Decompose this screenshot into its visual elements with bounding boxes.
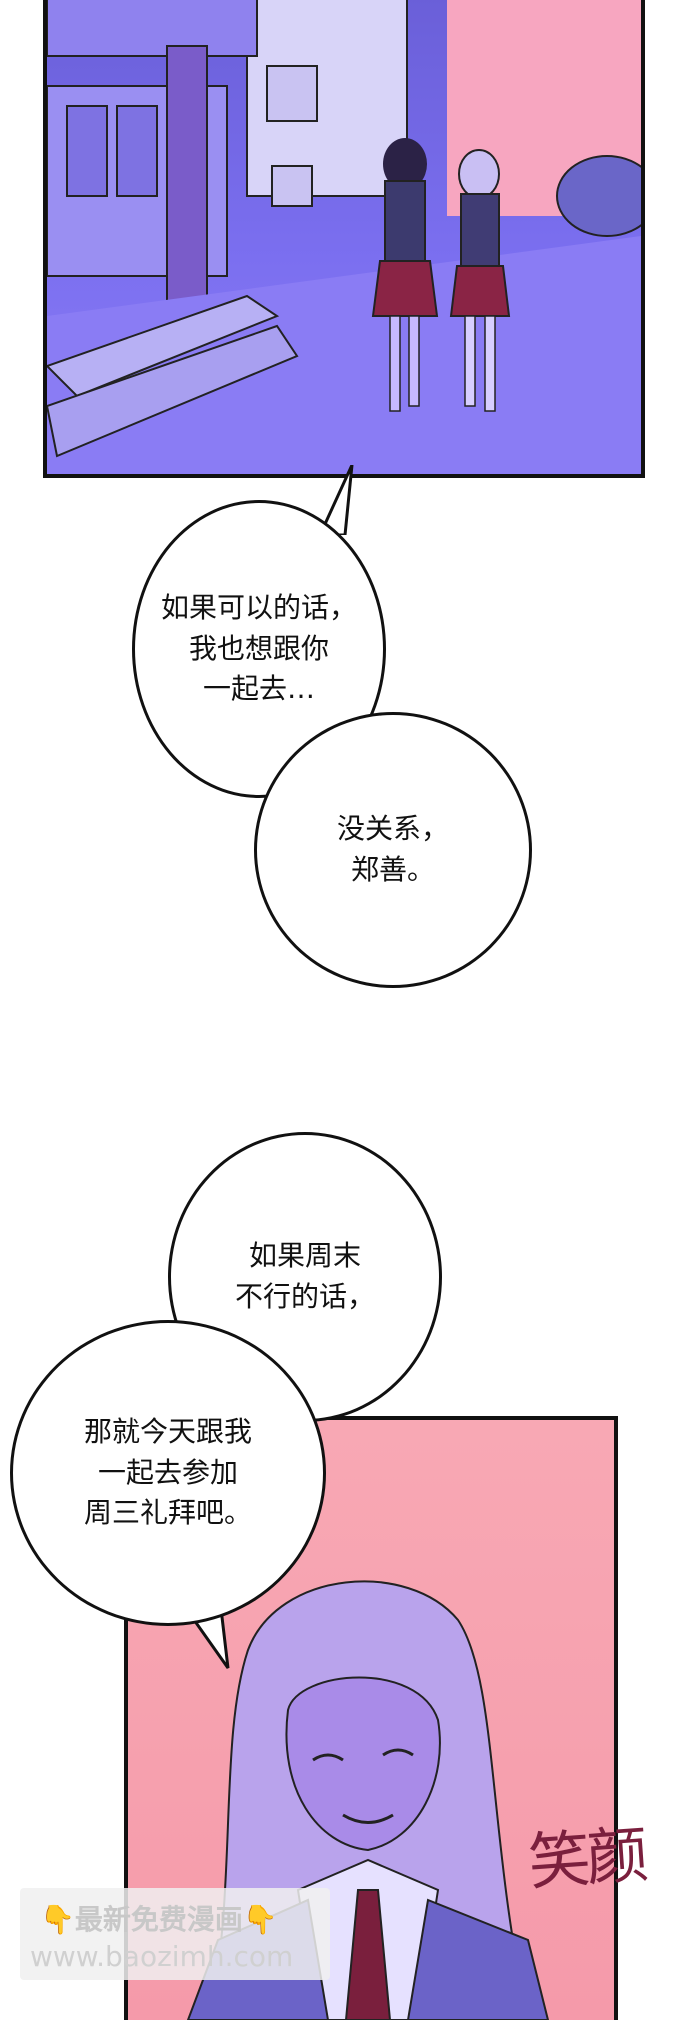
- watermark-title: 👇最新免费漫画👇: [40, 1903, 278, 1936]
- top-comic-panel: [43, 0, 645, 478]
- speech-text-2: 没关系， 郑善。: [336, 812, 449, 886]
- watermark-overlay: 👇最新免费漫画👇 www.baozimh.com: [20, 1888, 330, 1980]
- speech-text-3: 如果周末 不行的话，: [234, 1239, 375, 1313]
- student-light-hair: [449, 149, 511, 412]
- sound-effect-text: 笑颜: [525, 1818, 647, 1899]
- speech-tail-1: [318, 465, 354, 535]
- speech-text-4: 那就今天跟我 一起去参加 周三礼拜吧。: [83, 1415, 252, 1530]
- student-dark-hair: [371, 138, 439, 412]
- speech-text-1: 如果可以的话， 我也想跟你 一起去…: [160, 591, 357, 706]
- watermark-url: www.baozimh.com: [30, 1940, 294, 1973]
- speech-bubble-4: 那就今天跟我 一起去参加 周三礼拜吧。: [10, 1320, 326, 1626]
- speech-bubble-2: 没关系， 郑善。: [254, 712, 532, 988]
- school-scene-illustration: [47, 0, 641, 474]
